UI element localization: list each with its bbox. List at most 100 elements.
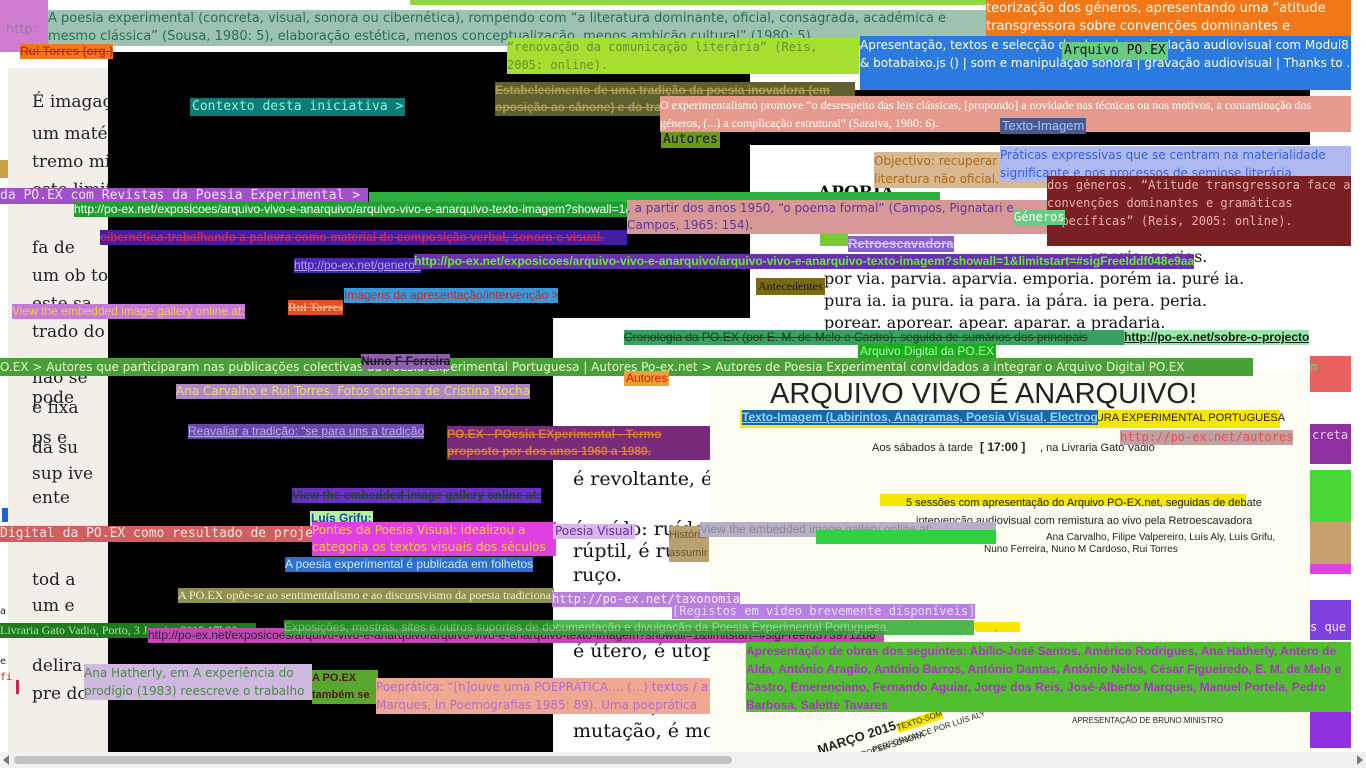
right-edge-violet xyxy=(1310,600,1351,640)
url-sig1-link[interactable]: http://po-ex.net/exposicoes/arquivo-vivo… xyxy=(74,202,806,217)
scan-line: é útero, é utopi xyxy=(573,640,710,662)
url-generos-link[interactable]: http://po-ex.net/generos xyxy=(294,258,421,273)
autores-top-link[interactable]: Autores xyxy=(661,132,720,149)
scan-line: mutação, é mo xyxy=(573,720,710,742)
green-strip-gallery3 xyxy=(816,530,996,544)
scan-line: e fixa xyxy=(32,398,79,418)
scan-line: um ob to xyxy=(32,266,108,286)
scan-line: ruço. xyxy=(573,564,623,586)
scan-line: tremo mite xyxy=(32,152,108,172)
poster-sessions: 5 sessões com apresentação do Arquivo PO… xyxy=(906,497,1262,509)
scan-line: um matéria xyxy=(32,124,108,144)
right-edge-purple-2 xyxy=(1310,712,1351,748)
edge-que-fragment: s que xyxy=(1310,620,1347,634)
imagens-apresentacao-link[interactable]: Imagens da apresentação/intervenção > xyxy=(344,288,559,303)
scan-line: trado do por xyxy=(32,322,108,342)
pontes-poesia-visual: Pontes da Poesia Visual: idealizou a cat… xyxy=(312,522,556,556)
view-gallery-2: View the embedded image gallery online a… xyxy=(292,488,541,503)
breadcrumb[interactable]: O.EX > Autores que participaram nas publ… xyxy=(0,358,1253,376)
top-magenta-strip xyxy=(0,0,48,52)
generos-quote: dos géneros. “Atitude transgressora face… xyxy=(1047,176,1351,246)
sentimentalismo-text: A PO.EX opõe-se ao sentimentalismo e ao … xyxy=(178,588,554,603)
assumir-word: assumir xyxy=(669,547,708,559)
right-edge-salmon xyxy=(1310,356,1351,392)
poster-venue: , na Livraria Gato Vadio xyxy=(1040,442,1155,454)
aporia-line: porear. aporear. apear. aparar. a pradar… xyxy=(824,313,1166,332)
scan-line: pode xyxy=(32,388,75,408)
edge-fi-fragment: fi xyxy=(0,672,13,683)
poster-title: ARQUIVO VIVO É ANARQUIVO! xyxy=(770,378,1198,410)
cibernetica-text: cibernética-trabalhando a palavra como m… xyxy=(100,230,627,245)
arquivo-digital-link[interactable]: Arquivo Digital da PO.EX xyxy=(858,344,997,359)
edge-e-fragment: e xyxy=(0,656,7,667)
generos-badge[interactable]: Géneros xyxy=(1014,210,1065,225)
poster-yellow-band-2 xyxy=(880,494,1246,506)
scan-line: delira xyxy=(32,656,83,676)
horizontal-scrollbar[interactable] xyxy=(0,752,1366,768)
fotos-cortesia: Ana Carvalho e Rui Torres. Fotos cortesi… xyxy=(176,384,531,399)
poster-names-1: Ana Carvalho, Filipe Valpereiro, Luís Al… xyxy=(1046,532,1276,543)
exposicoes-mostras: Exposições, mostras, sites e outros supo… xyxy=(284,620,974,635)
url-taxonomia-link[interactable]: http://po-ex.net/taxonomia xyxy=(552,592,740,607)
scroll-right-arrow-icon[interactable] xyxy=(1357,755,1363,765)
small-green-tag xyxy=(820,234,848,246)
top-right-orange-quote: teorização dos géneros, apresentando uma… xyxy=(986,0,1352,36)
renovacao-quote: “renovação da comunicação literária” (Re… xyxy=(507,38,859,74)
historia-label: História assumir xyxy=(669,526,709,562)
scan-line: ps e xyxy=(32,428,68,448)
edge-creta-fragment: creta xyxy=(1312,428,1349,442)
aporia-line: por via. parvia. aparvia. emporia. porém… xyxy=(824,269,1245,288)
edge-a-fragment: a xyxy=(0,606,7,617)
rui-torres-label: Rui Torres xyxy=(288,300,343,315)
texto-imagem-labirintos[interactable]: Texto-Imagem (Labirintos, Anagramas, Poe… xyxy=(742,410,1098,425)
scan-line: É imagação xyxy=(32,92,108,112)
left-edge-blue xyxy=(2,508,8,522)
yellow-tag xyxy=(974,622,1020,630)
apresentacao-obras: Apresentação de obras dos seguintes: Abí… xyxy=(746,642,1351,712)
left-edge-tan xyxy=(0,160,8,178)
experimentalismo-quote: O experimentalismo promove “o desrespeit… xyxy=(660,96,1351,132)
left-scanned-poem: É imagação um matéria tremo mite este li… xyxy=(8,68,108,752)
digital-poex-projectos: Digital da PO.EX como resultado de proje… xyxy=(0,526,356,543)
poepratica-text: Poeprática: “[h]ouve uma POEPRÁTICA.... … xyxy=(376,678,710,714)
url-sobre-link[interactable]: http://po-ex.net/sobre-o-projecto xyxy=(1124,330,1310,345)
poster-intervencao: intervenção audiovisual com remistura ao… xyxy=(916,515,1253,527)
url-sig2-link[interactable]: http://po-ex.net/exposicoes/arquivo-vivo… xyxy=(414,254,1195,269)
green-bar-under-revistas xyxy=(369,192,940,202)
edge-m-fragment: m xyxy=(1310,360,1318,374)
right-edge-tan xyxy=(1310,522,1351,564)
poesia-visual-link[interactable]: Poesia Visual xyxy=(553,524,636,539)
a-partir-1950: , a partir dos anos 1950, “o poema forma… xyxy=(627,200,1047,234)
scrollbar-thumb[interactable] xyxy=(14,756,732,764)
rui-torres-org: Rui Torres (org.) xyxy=(20,44,114,59)
right-edge-magenta xyxy=(1310,564,1351,574)
reavaliar-text: Reavaliar a tradição: “se para uns a tra… xyxy=(188,424,425,439)
historia-word: História xyxy=(669,529,707,541)
texto-imagem-link[interactable]: Texto-Imagem xyxy=(1000,118,1087,135)
url-fragment-top[interactable]: http: xyxy=(6,22,38,37)
arquivo-poex-badge[interactable]: Arquivo PO.EX xyxy=(1062,42,1168,61)
poster-names-2: Nuno Ferreira, Nuno M Cardoso, Rui Torre… xyxy=(984,544,1178,555)
scan-line: da su xyxy=(32,438,79,458)
scan-line: tod a xyxy=(32,570,76,590)
scan-line: é revoltante, é r xyxy=(573,468,710,490)
right-edge-purple xyxy=(1310,424,1351,464)
poster-time: [ 17:00 ] xyxy=(980,440,1026,454)
autores-mid-link[interactable]: Autores xyxy=(624,371,670,386)
scan-line: um e xyxy=(32,596,75,616)
poex-revistas-link[interactable]: da PO.EX com Revistas da Poesia Experime… xyxy=(0,188,368,205)
far-right-border xyxy=(1351,0,1366,752)
scan-line: ente xyxy=(32,488,70,508)
aporia-line: pura ia. ia pura. ia para. ia pára. ia p… xyxy=(824,291,1207,310)
top-left-quote: A poesia experimental (concreta, visual,… xyxy=(48,10,988,46)
right-edge-green xyxy=(1310,470,1351,522)
retroescavadora-link[interactable]: Retroescavadora xyxy=(848,236,954,253)
contexto-link[interactable]: Contexto desta iniciativa > xyxy=(190,98,406,117)
poex-performance: A PO.EX também se demarca, por outro lad… xyxy=(312,670,378,704)
poster-when: Aos sábados à tarde xyxy=(872,442,973,454)
scan-line: rúptil, é ru xyxy=(573,540,677,562)
cronologia-text: Cronologia da PO.EX (por E. M. de Melo e… xyxy=(624,330,1124,345)
view-gallery-1: View the embedded image gallery online a… xyxy=(12,304,245,319)
url-autores-link[interactable]: http://po-ex.net/autores xyxy=(1120,430,1294,445)
scroll-left-arrow-icon[interactable] xyxy=(3,755,9,765)
